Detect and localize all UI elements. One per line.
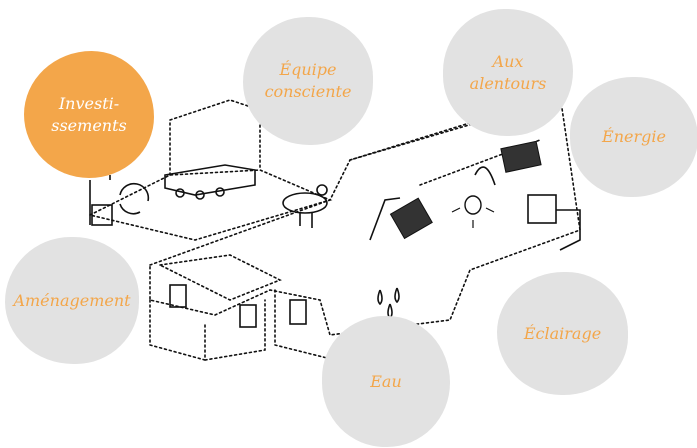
bubble-investissements-label: Investi- ssements bbox=[51, 93, 127, 135]
bubble-aux-alentours[interactable]: Aux alentours bbox=[443, 9, 573, 136]
bubble-alentours-label: Aux alentours bbox=[469, 51, 547, 93]
bubble-energie[interactable]: Énergie bbox=[570, 77, 697, 197]
bubble-equipe-consciente[interactable]: Équipe consciente bbox=[243, 17, 373, 145]
bubble-investissements[interactable]: Investi- ssements bbox=[24, 51, 154, 178]
bubble-equipe-label: Équipe consciente bbox=[264, 60, 352, 101]
bubble-amenagement-label: Aménagement bbox=[13, 290, 131, 310]
bubble-eclairage-label: Éclairage bbox=[523, 323, 602, 343]
bubble-eclairage[interactable]: Éclairage bbox=[497, 272, 628, 395]
bubble-energie-label: Énergie bbox=[602, 127, 666, 147]
lamp-icon bbox=[451, 195, 495, 228]
bubble-eau-label: Eau bbox=[370, 371, 402, 391]
solar-panel-icon bbox=[389, 140, 542, 240]
bubble-eau[interactable]: Eau bbox=[322, 316, 450, 447]
bubble-amenagement[interactable]: Aménagement bbox=[5, 237, 139, 364]
